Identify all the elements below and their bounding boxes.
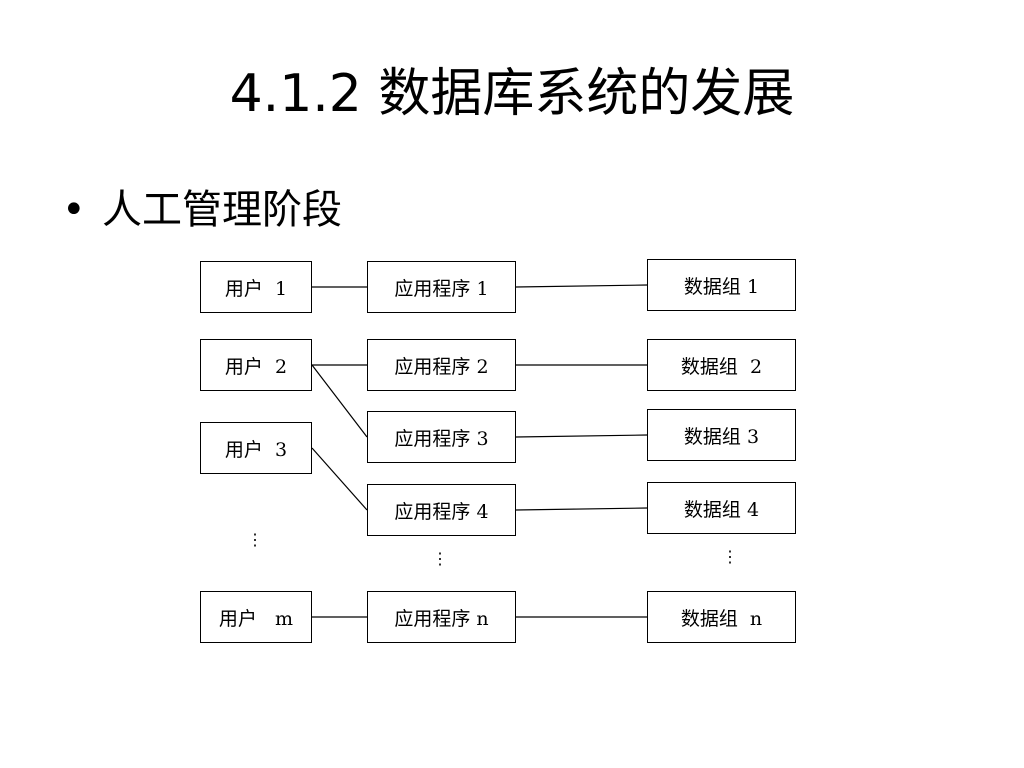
program-ellipsis-icon: ⋮	[432, 549, 448, 568]
connector-program3-data3	[515, 434, 648, 438]
program-box-1: 应用程序 1	[367, 261, 516, 313]
slide-title: 4.1.2 数据库系统的发展	[229, 64, 795, 124]
program-box-3: 应用程序 3	[367, 411, 516, 463]
data-group-box-1: 数据组 1	[647, 259, 796, 311]
data-group-box-3: 数据组 3	[647, 409, 796, 461]
data-group-box-4: 数据组 4	[647, 482, 796, 534]
user-ellipsis-icon: ⋮	[247, 530, 263, 549]
data-group-box-2: 数据组 2	[647, 339, 796, 391]
connector-user2-program3	[311, 364, 368, 438]
bullet-item: • 人工管理阶段	[62, 180, 342, 240]
data-group-ellipsis-icon: ⋮	[722, 547, 738, 566]
connector-program4-data4	[515, 507, 648, 511]
user-box-m: 用户 m	[200, 591, 312, 643]
program-box-2: 应用程序 2	[367, 339, 516, 391]
connector-program1-data1	[515, 284, 648, 288]
program-box-n: 应用程序 n	[367, 591, 516, 643]
user-box-3: 用户 3	[200, 422, 312, 474]
user-box-2: 用户 2	[200, 339, 312, 391]
bullet-dot-icon: •	[62, 187, 86, 233]
data-group-box-n: 数据组 n	[647, 591, 796, 643]
bullet-text: 人工管理阶段	[102, 187, 342, 233]
user-box-1: 用户 1	[200, 261, 312, 313]
connector-user3-program4	[311, 447, 368, 511]
program-box-4: 应用程序 4	[367, 484, 516, 536]
